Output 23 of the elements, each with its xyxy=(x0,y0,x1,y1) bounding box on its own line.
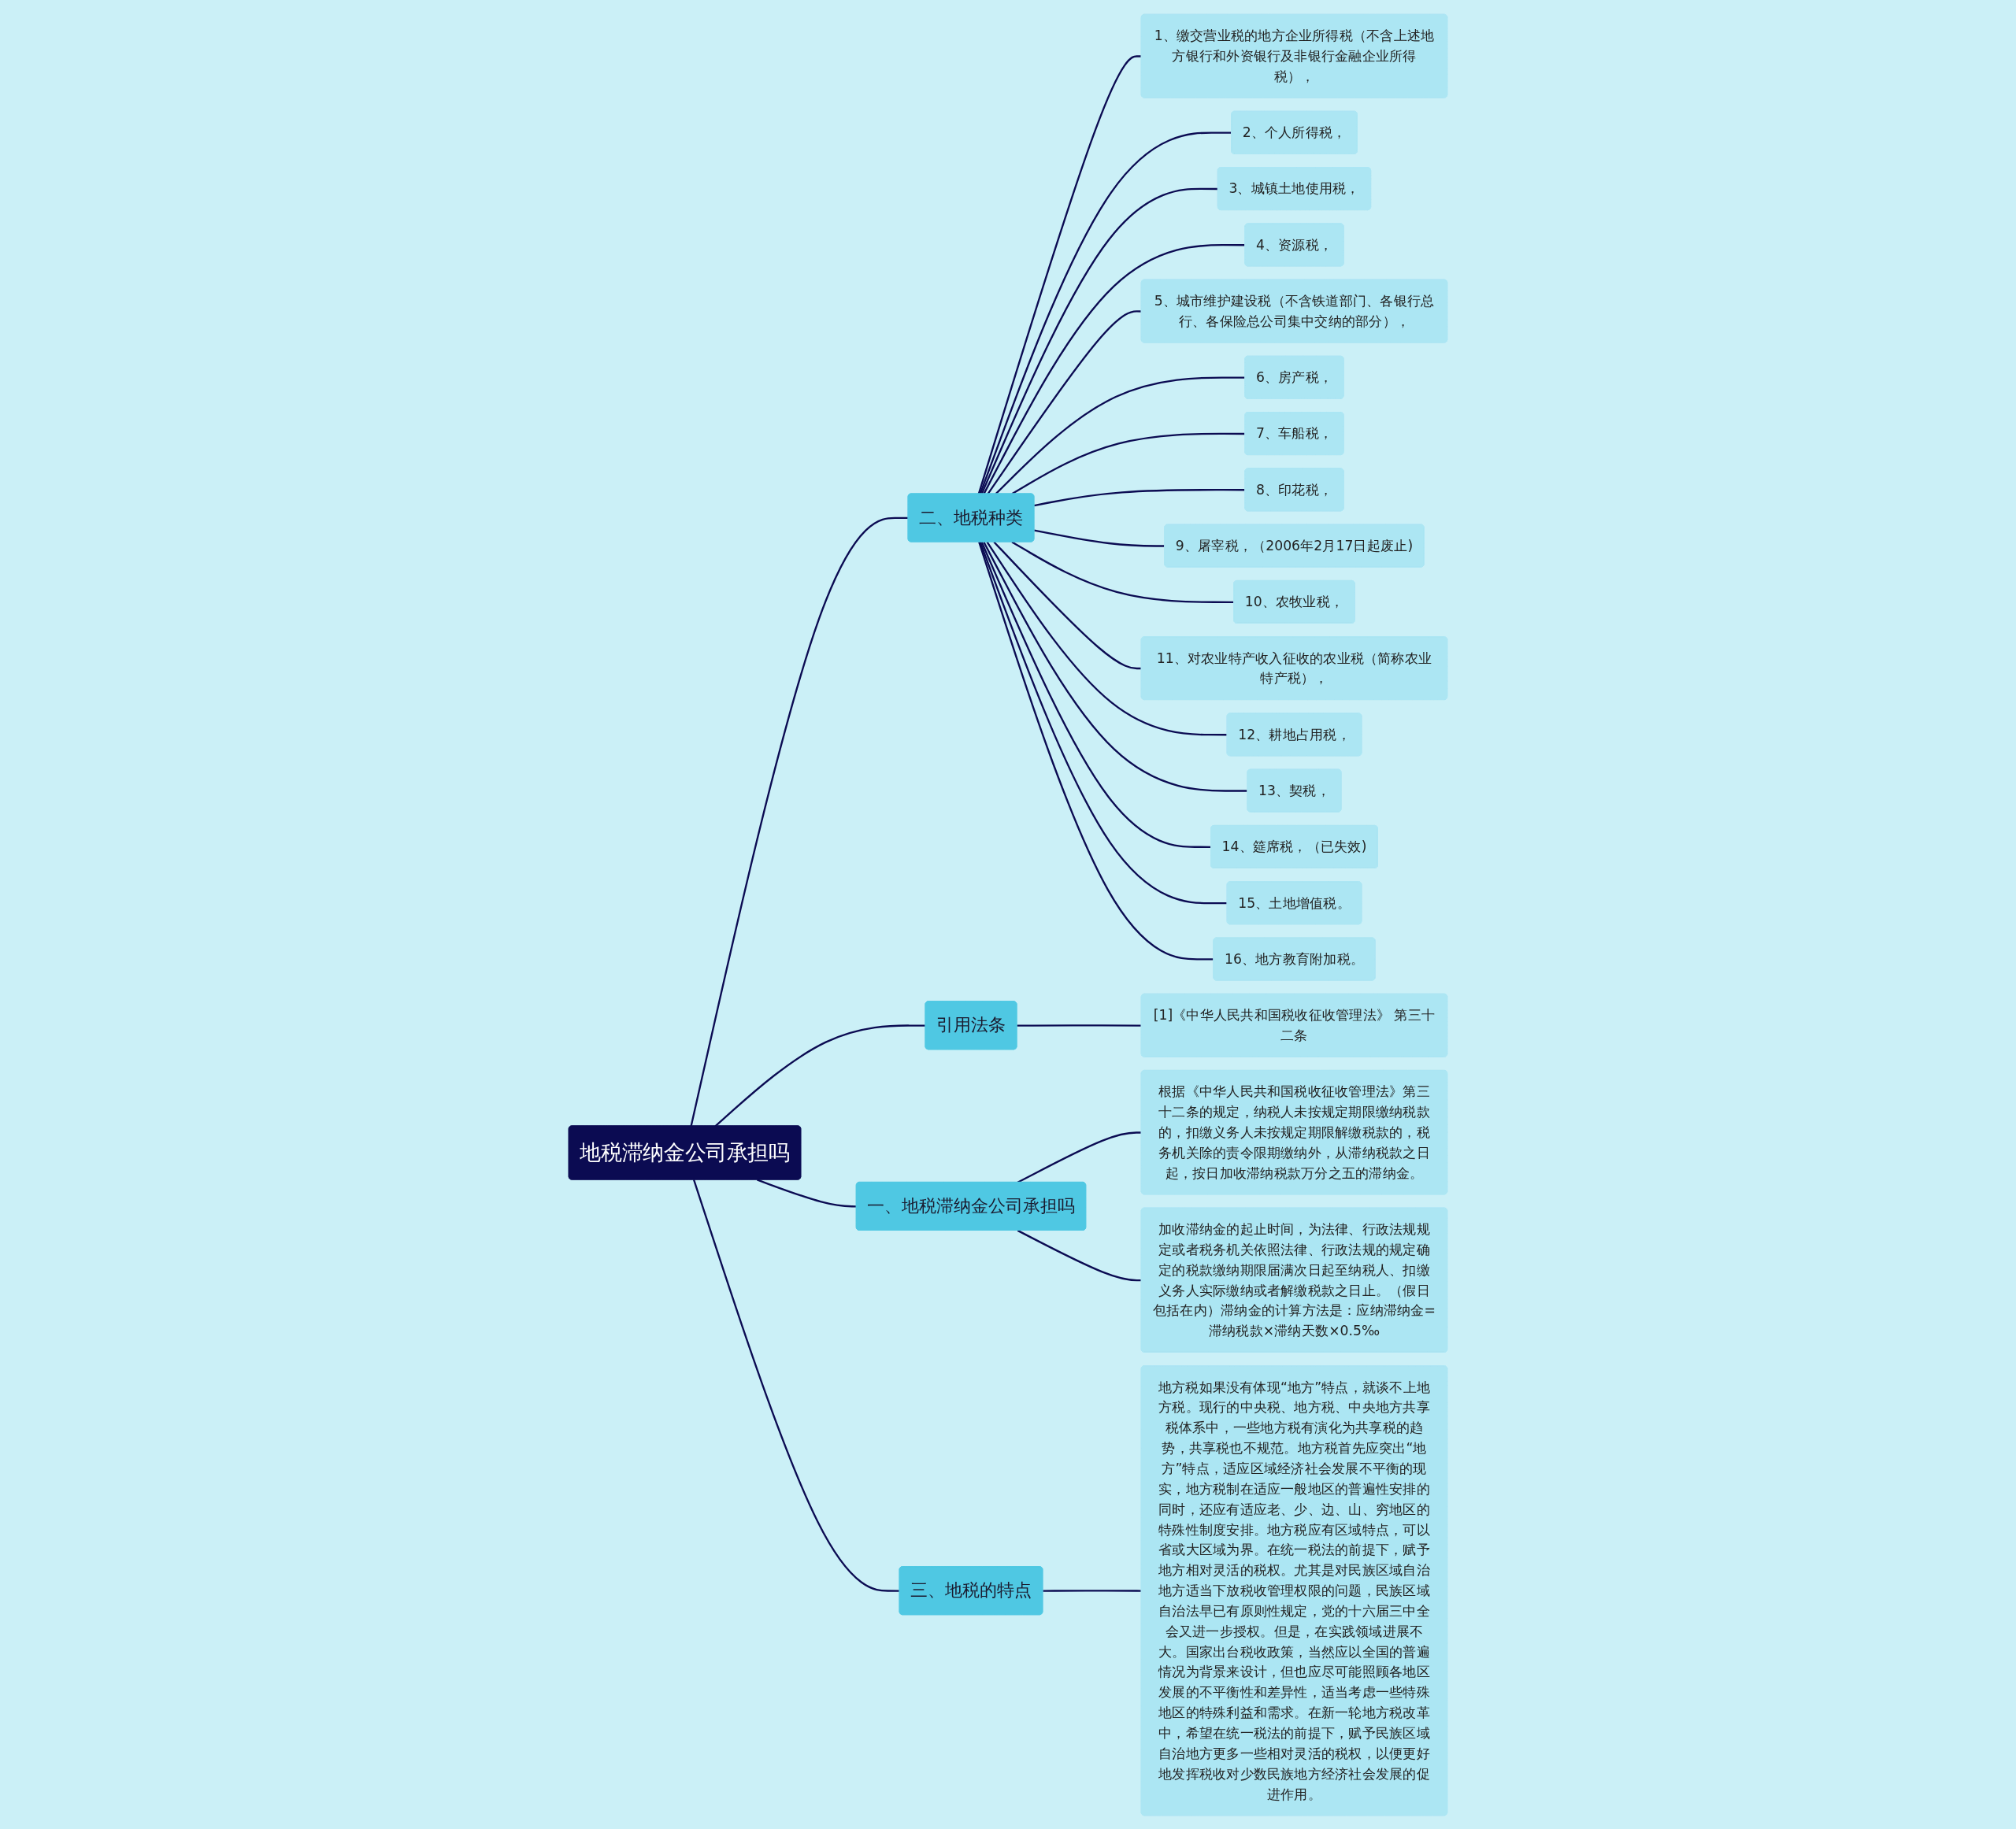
connector xyxy=(1011,432,1246,494)
connector xyxy=(1034,488,1246,506)
connector xyxy=(979,131,1232,494)
connector xyxy=(757,1178,857,1207)
connector xyxy=(993,541,1142,669)
connector xyxy=(987,309,1142,494)
connector xyxy=(978,541,1214,961)
connector xyxy=(980,187,1218,494)
connector xyxy=(986,541,1228,735)
connector xyxy=(977,54,1142,494)
connector xyxy=(1017,1024,1142,1027)
connector xyxy=(983,243,1246,494)
connector xyxy=(1011,540,1235,603)
connector xyxy=(979,541,1228,904)
connector xyxy=(1034,528,1166,547)
connector xyxy=(983,541,1248,792)
connector xyxy=(995,376,1246,494)
connector xyxy=(1017,1229,1142,1281)
connector xyxy=(714,1024,926,1127)
connector xyxy=(690,516,909,1127)
connector xyxy=(692,1179,900,1592)
connector xyxy=(980,541,1211,848)
connector xyxy=(1043,1589,1142,1592)
